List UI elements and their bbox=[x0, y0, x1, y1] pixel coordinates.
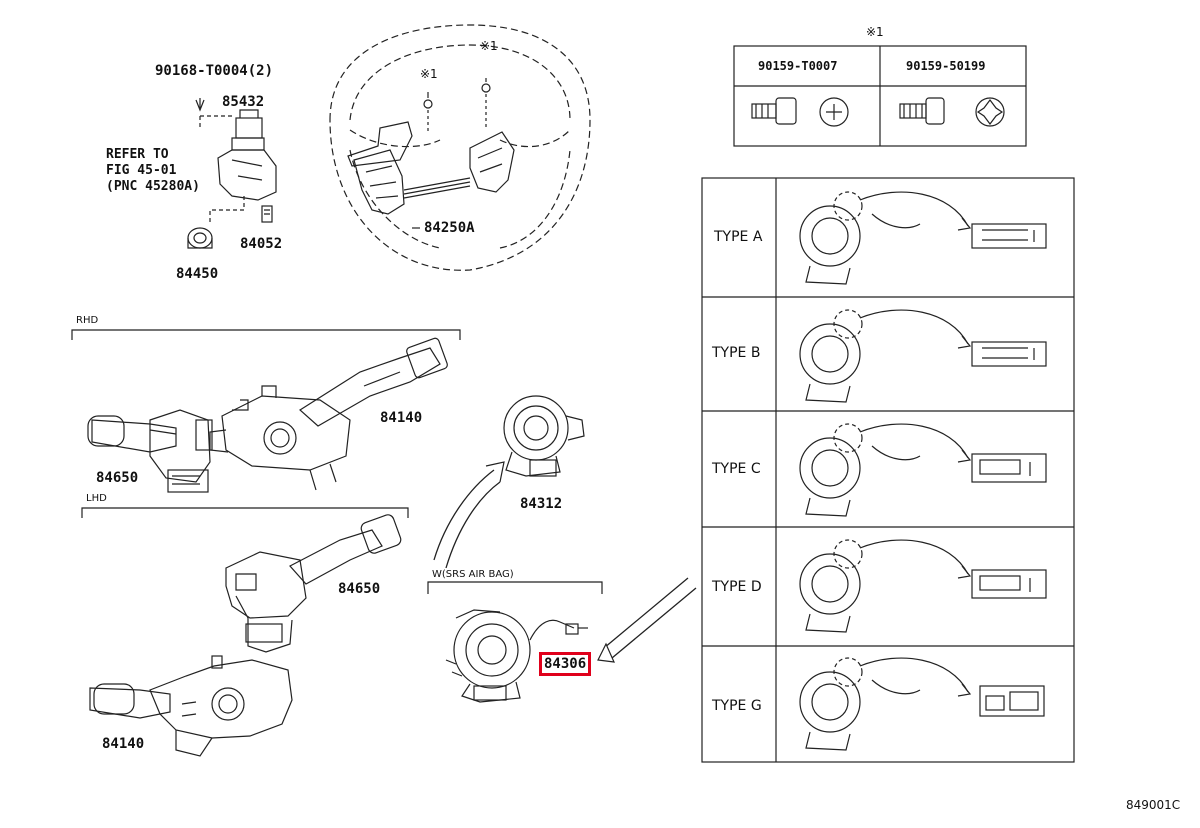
table-note-mark: ※1 bbox=[866, 25, 884, 39]
section-label-rhd: RHD bbox=[76, 315, 99, 326]
part-number-84250A[interactable]: 84250A bbox=[424, 220, 475, 236]
rhd-switch-drawing bbox=[87, 337, 448, 493]
curved-arrow bbox=[433, 469, 495, 561]
figure-code: 849001C bbox=[1126, 798, 1181, 812]
switch-bracket-drawing bbox=[187, 98, 277, 249]
part-number-84140-lhd[interactable]: 84140 bbox=[102, 736, 145, 752]
refer-line-1: REFER TO bbox=[106, 147, 169, 162]
screw-table-frame bbox=[733, 45, 1027, 147]
refer-line-2[interactable]: FIG 45-01 bbox=[106, 163, 177, 178]
refer-note: REFER TO FIG 45-01 (PNC 45280A) bbox=[106, 147, 200, 195]
section-label-srs: W(SRS AIR BAG) bbox=[432, 569, 514, 580]
type-label-g: TYPE G bbox=[712, 698, 762, 714]
type-label-d: TYPE D bbox=[712, 579, 762, 595]
refer-line-3: (PNC 45280A) bbox=[106, 179, 200, 194]
steering-wheel-drawing bbox=[329, 24, 591, 271]
rhd-bracket bbox=[71, 329, 461, 340]
part-number-84052[interactable]: 84052 bbox=[240, 236, 283, 252]
type-label-b: TYPE B bbox=[712, 345, 761, 361]
bolt-ref-label[interactable]: 90168-T0004(2) bbox=[155, 63, 274, 79]
clock-spring-84312-drawing bbox=[503, 395, 585, 477]
type-label-a: TYPE A bbox=[714, 229, 763, 245]
part-number-84140-rhd[interactable]: 84140 bbox=[380, 410, 423, 426]
lhd-bracket bbox=[81, 507, 409, 518]
screw-part-90159-50199[interactable]: 90159-50199 bbox=[906, 59, 986, 73]
part-number-84450[interactable]: 84450 bbox=[176, 266, 219, 282]
type-table-frame bbox=[701, 177, 1075, 763]
part-number-84650-rhd[interactable]: 84650 bbox=[96, 470, 139, 486]
section-label-lhd: LHD bbox=[86, 493, 107, 504]
part-number-84312[interactable]: 84312 bbox=[520, 496, 563, 512]
type-row-drawings bbox=[799, 191, 1047, 751]
screw-part-90159-T0007[interactable]: 90159-T0007 bbox=[758, 59, 838, 73]
part-number-84306-highlighted[interactable]: 84306 bbox=[538, 652, 592, 676]
type-label-c: TYPE C bbox=[712, 461, 761, 477]
srs-bracket bbox=[427, 581, 603, 594]
part-number-85432[interactable]: 85432 bbox=[222, 94, 265, 110]
part-number-84650-lhd[interactable]: 84650 bbox=[338, 581, 381, 597]
note-mark-2: ※1 bbox=[480, 39, 498, 53]
clock-spring-84306-drawing bbox=[445, 609, 588, 703]
note-mark-1: ※1 bbox=[420, 67, 438, 81]
lhd-switch-drawing bbox=[89, 514, 402, 757]
straight-arrow bbox=[603, 577, 689, 649]
